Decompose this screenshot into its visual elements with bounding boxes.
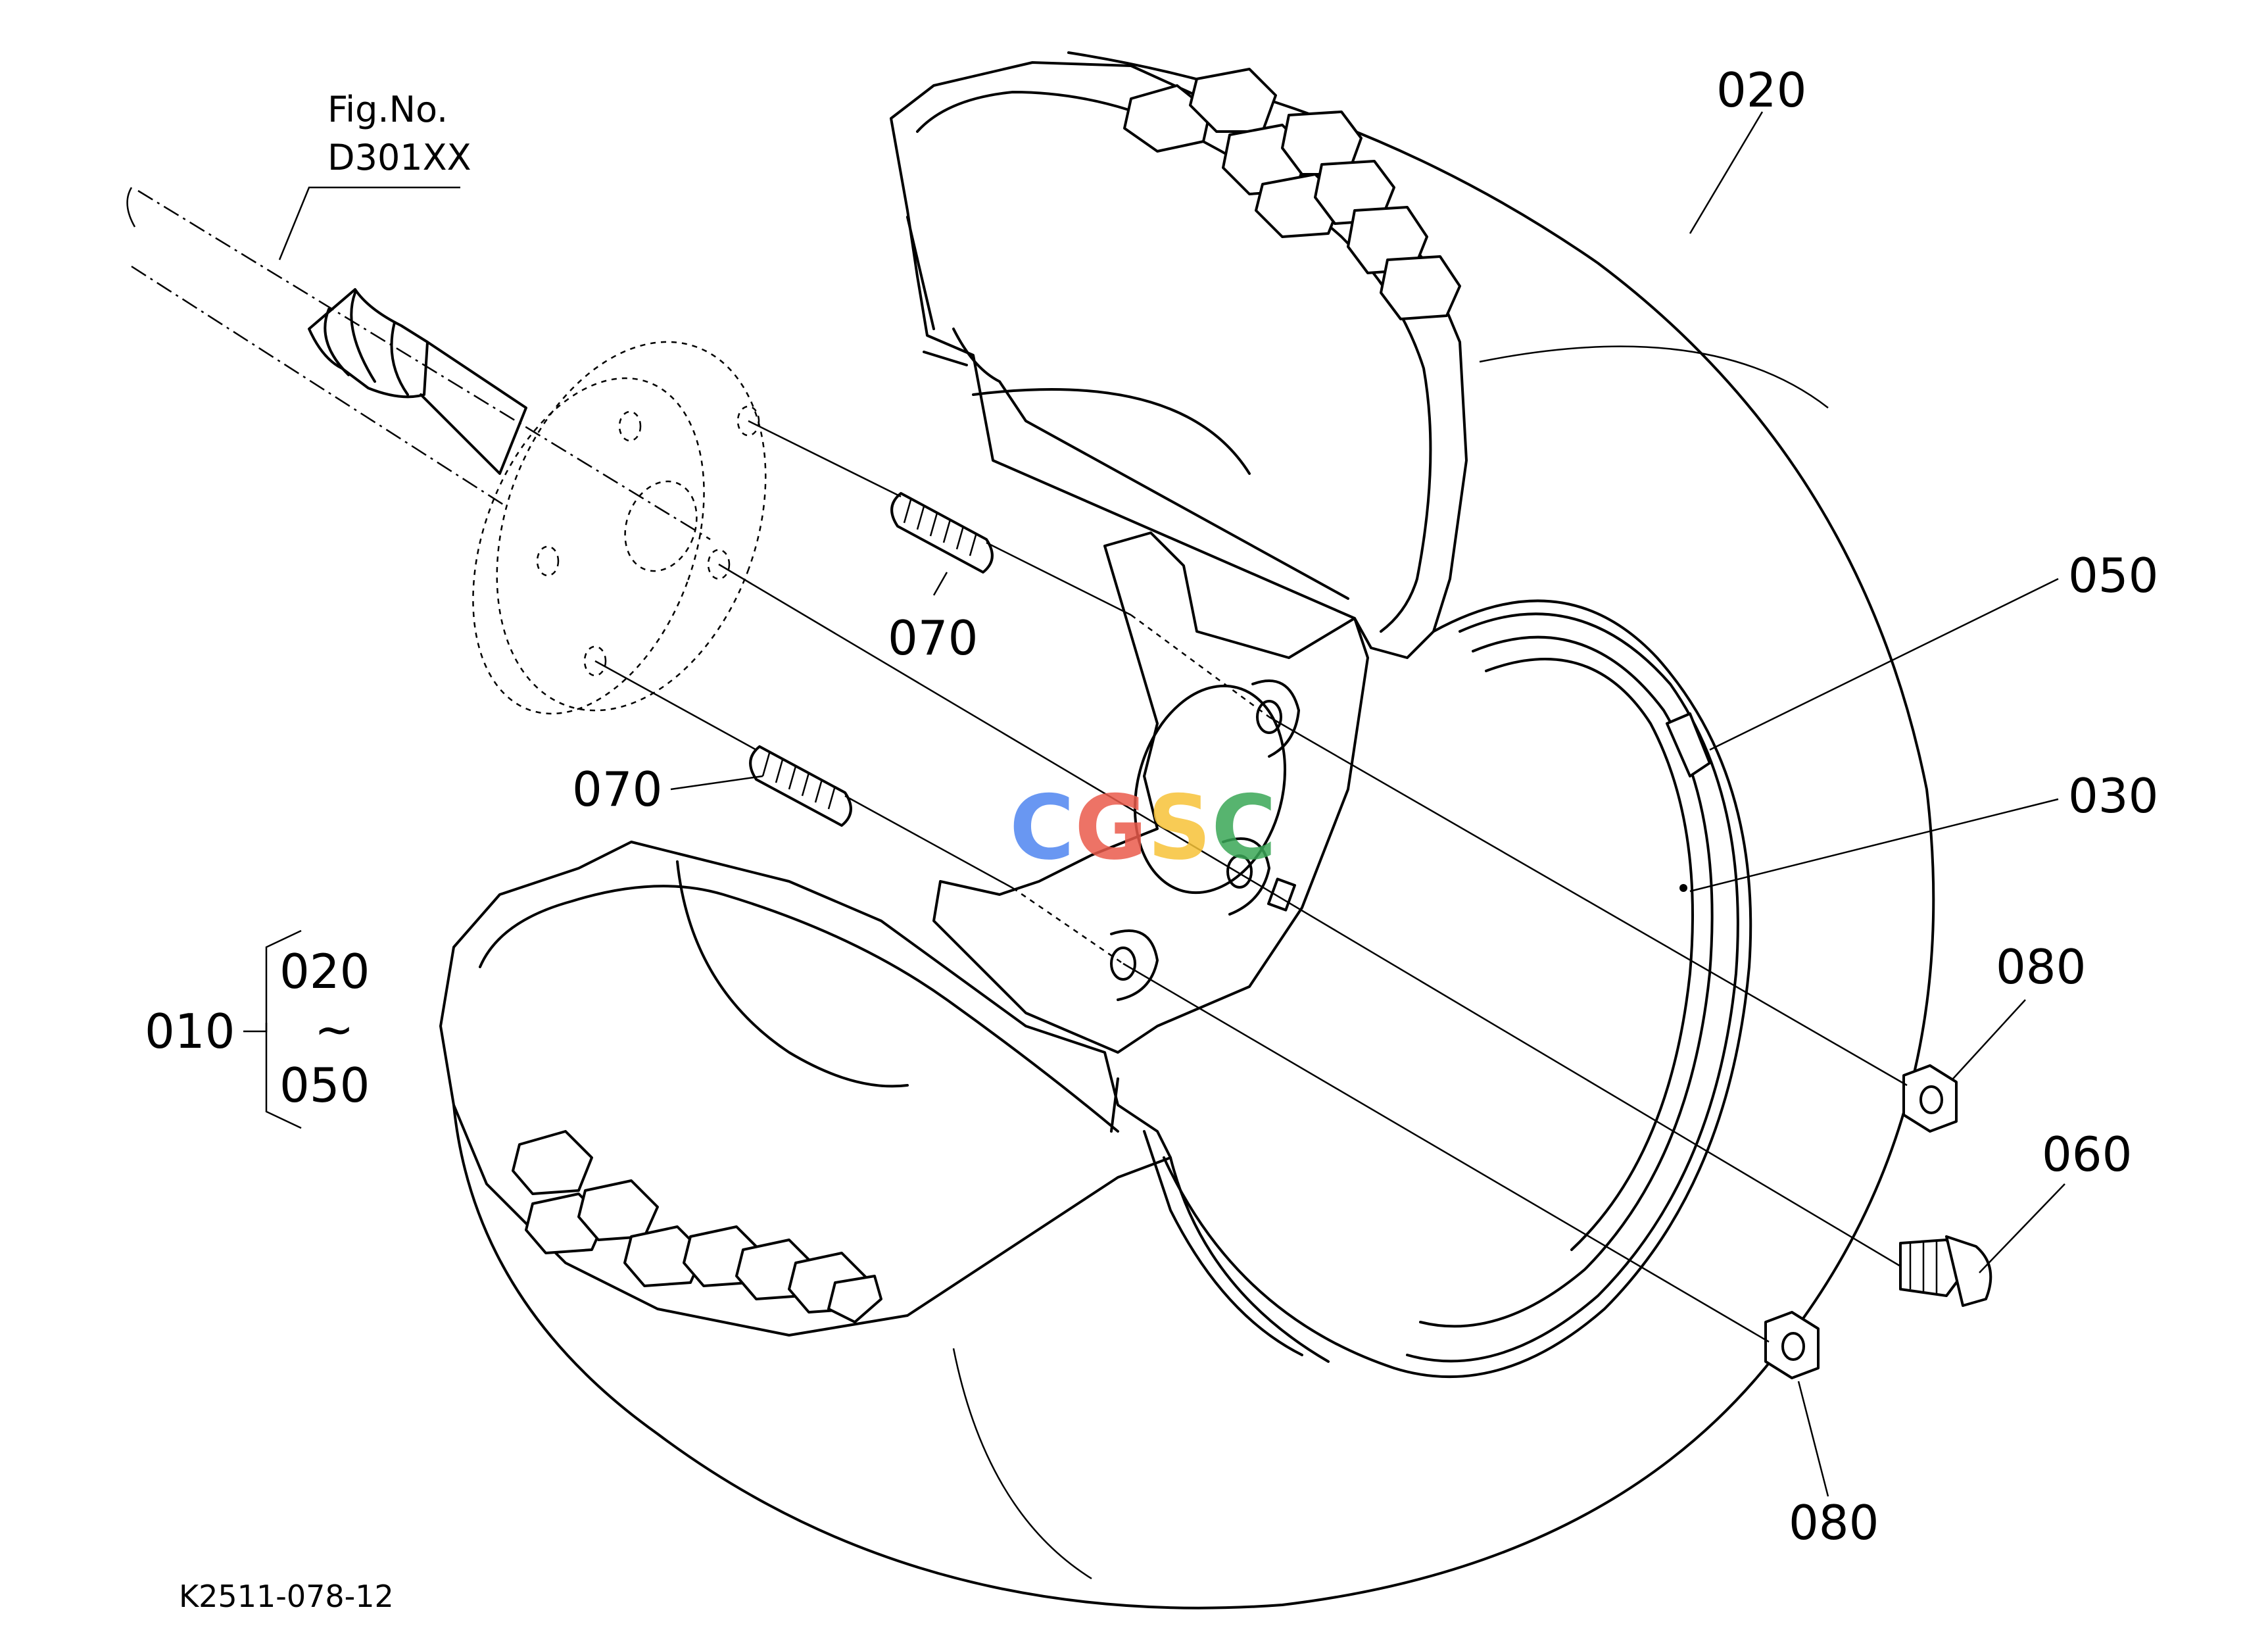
upper-tire-section bbox=[890, 61, 1468, 659]
wheel-bolt bbox=[1899, 1235, 1992, 1307]
hex-nut-lower bbox=[1764, 1311, 1820, 1379]
callout-060: 060 bbox=[2042, 1127, 2132, 1182]
leader-lines bbox=[243, 111, 2065, 1497]
watermark-text: CGSC bbox=[1009, 776, 1276, 879]
range-end: 050 bbox=[279, 1058, 370, 1113]
callout-050: 050 bbox=[2068, 548, 2158, 603]
lower-tire-section bbox=[439, 841, 1303, 1356]
watermark-logo: CGSC bbox=[1009, 776, 1276, 879]
watermark-letter: S bbox=[1147, 776, 1211, 879]
fig-code-label: D301XX bbox=[327, 137, 471, 178]
range-separator: ~ bbox=[314, 1002, 354, 1057]
stud-bolt-lower bbox=[749, 745, 852, 827]
callout-080-upper: 080 bbox=[1996, 939, 2086, 995]
wheel-rim bbox=[932, 531, 1752, 1379]
callout-080-lower: 080 bbox=[1789, 1495, 1879, 1550]
range-start: 020 bbox=[279, 944, 370, 999]
hub-flange bbox=[472, 341, 767, 715]
watermark-letter: G bbox=[1074, 776, 1147, 879]
fig-no-label: Fig.No. bbox=[327, 89, 448, 130]
drawing-code: K2511-078-12 bbox=[179, 1579, 394, 1614]
assembly-range-callout: 010 020 ~ 050 bbox=[145, 944, 370, 1113]
callout-070-upper: 070 bbox=[888, 610, 978, 666]
figure-reference: Fig.No. D301XX bbox=[327, 89, 471, 178]
callout-020: 020 bbox=[1716, 62, 1806, 118]
assembly-guide-lines bbox=[594, 420, 1908, 1343]
callout-070-lower: 070 bbox=[572, 762, 662, 817]
stud-bolt-upper bbox=[890, 492, 994, 574]
callout-030: 030 bbox=[2068, 768, 2158, 823]
hex-nut-upper bbox=[1902, 1064, 1958, 1133]
watermark-letter: C bbox=[1009, 776, 1074, 879]
callout-010: 010 bbox=[145, 1004, 235, 1059]
watermark-letter: C bbox=[1211, 776, 1276, 879]
axle-shaft bbox=[126, 187, 711, 541]
